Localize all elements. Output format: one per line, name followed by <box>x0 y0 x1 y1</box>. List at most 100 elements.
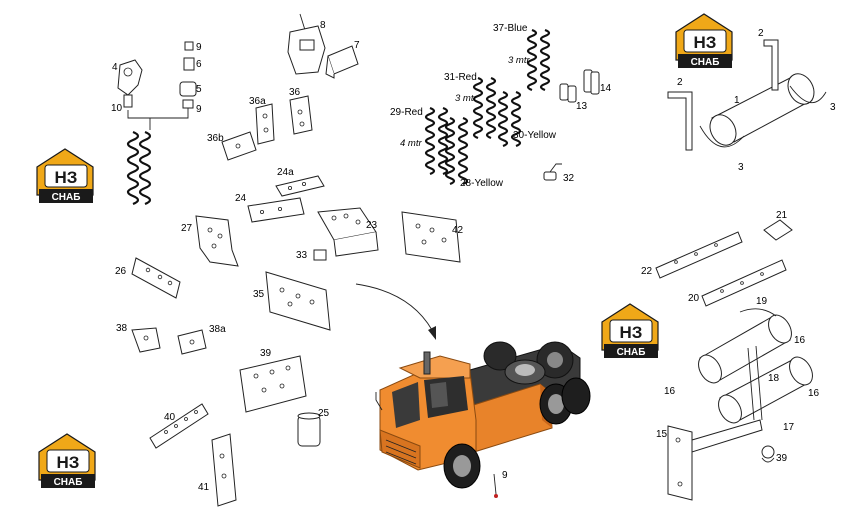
callout-39: 39 <box>260 348 272 359</box>
brand-logo: НЗ СНАБ <box>36 148 94 203</box>
callout-19: 19 <box>756 296 768 307</box>
bracket-36a <box>255 103 275 145</box>
bracket-36b <box>221 131 257 161</box>
plate-35 <box>265 271 331 331</box>
bracket-38 <box>131 327 161 353</box>
bracket-24 <box>247 197 305 223</box>
callout-29-red: 29-Red <box>390 107 423 118</box>
svg-text:СНАБ: СНАБ <box>691 57 720 68</box>
callout-24: 24 <box>235 193 247 204</box>
callout-15: 15 <box>656 429 668 440</box>
callout-3: 3 <box>830 102 836 113</box>
callout-21: 21 <box>776 210 788 221</box>
callout-9: 9 <box>196 42 202 53</box>
brand-logo: НЗ СНАБ <box>601 303 659 358</box>
length-4mtr: 4 mtr <box>400 138 422 149</box>
callout-1: 1 <box>734 95 740 106</box>
callout-7: 7 <box>354 40 360 51</box>
svg-text:НЗ: НЗ <box>55 168 78 187</box>
callout-2: 2 <box>758 28 764 39</box>
fittings-14 <box>583 69 600 95</box>
tank-1 <box>667 39 827 151</box>
svg-text:СНАБ: СНАБ <box>54 477 83 488</box>
callout-27: 27 <box>181 223 193 234</box>
callout-35: 35 <box>253 289 265 300</box>
callout-40: 40 <box>164 412 176 423</box>
callout-3: 3 <box>738 162 744 173</box>
arrow-to-truck <box>355 283 436 340</box>
bracket-41 <box>211 433 237 507</box>
bracket-24a <box>275 175 325 197</box>
svg-text:НЗ: НЗ <box>694 33 717 52</box>
plate-27 <box>195 215 239 267</box>
spring-coil <box>126 130 152 206</box>
callout-10: 10 <box>111 103 123 114</box>
callout-36a: 36a <box>249 96 266 107</box>
coil-31-red <box>472 76 497 140</box>
callout-38: 38 <box>116 323 128 334</box>
length-3mtr: 3 mtr <box>508 55 530 66</box>
callout-6: 6 <box>196 59 202 70</box>
callout-36: 36 <box>289 87 301 98</box>
rail-22 <box>655 231 743 279</box>
callout-32: 32 <box>563 173 575 184</box>
plate-39 <box>239 355 307 413</box>
plate-21 <box>763 219 793 241</box>
brand-logo: НЗ СНАБ <box>38 433 96 488</box>
callout-41: 41 <box>198 482 210 493</box>
bracket-15 <box>667 419 763 501</box>
callout-30-yellow: 30-Yellow <box>513 130 557 141</box>
bracket-38a <box>177 329 207 355</box>
callout-39: 39 <box>776 453 788 464</box>
callout-38a: 38a <box>209 324 226 335</box>
callout-8: 8 <box>320 20 326 31</box>
callout-33: 33 <box>296 250 308 261</box>
callout-2: 2 <box>677 77 683 88</box>
callout-23: 23 <box>366 220 378 231</box>
brand-logo: НЗ СНАБ <box>675 13 733 68</box>
callout-42: 42 <box>452 225 464 236</box>
svg-text:НЗ: НЗ <box>620 323 643 342</box>
callout-9: 9 <box>502 470 508 481</box>
callout-16: 16 <box>664 386 676 397</box>
coil-37-blue <box>526 28 551 92</box>
svg-text:НЗ: НЗ <box>57 453 80 472</box>
callout-26: 26 <box>115 266 127 277</box>
bracket-26 <box>131 257 181 299</box>
fitting-39 <box>761 445 775 463</box>
rail-40 <box>149 403 209 449</box>
callout-36b: 36b <box>207 133 224 144</box>
callout-31-red: 31-Red <box>444 72 477 83</box>
callout-20: 20 <box>688 293 700 304</box>
truck-illustration <box>375 341 591 489</box>
valve-assembly <box>117 41 197 130</box>
callout-9: 9 <box>196 104 202 115</box>
callout-17: 17 <box>783 422 795 433</box>
tank-group-16 <box>698 308 813 424</box>
canister-25 <box>297 412 321 447</box>
svg-text:СНАБ: СНАБ <box>52 192 81 203</box>
ball-valve-32 <box>543 163 562 181</box>
callout-4: 4 <box>112 62 118 73</box>
lever-valve <box>287 13 326 75</box>
svg-text:СНАБ: СНАБ <box>617 347 646 358</box>
plate-42 <box>401 211 461 263</box>
callout-24a: 24a <box>277 167 294 178</box>
clip-33 <box>313 249 327 261</box>
bracket-36 <box>289 95 313 135</box>
callout-18: 18 <box>768 373 780 384</box>
fittings-13 <box>559 83 577 103</box>
coil-28-yellow <box>444 116 469 186</box>
callout-22: 22 <box>641 266 653 277</box>
callout-16: 16 <box>794 335 806 346</box>
callout-5: 5 <box>196 84 202 95</box>
coil-29-red <box>424 106 449 176</box>
callout-37-blue: 37-Blue <box>493 23 528 34</box>
callout-28-yellow: 28-Yellow <box>460 178 504 189</box>
plate-23 <box>317 207 379 257</box>
callout-25: 25 <box>318 408 330 419</box>
callout-13: 13 <box>576 101 588 112</box>
callout-14: 14 <box>600 83 612 94</box>
bracket-7 <box>325 45 359 79</box>
